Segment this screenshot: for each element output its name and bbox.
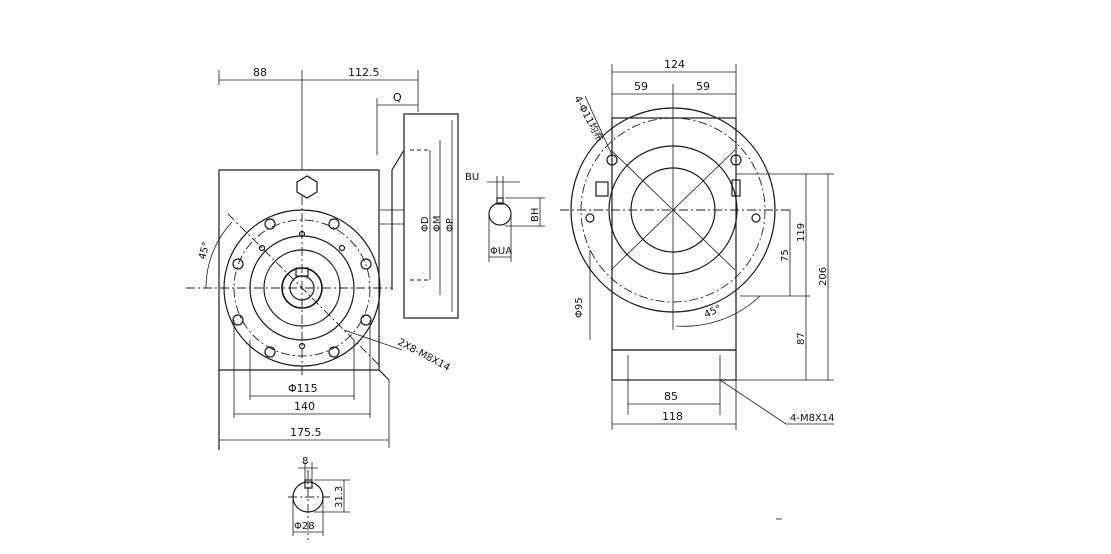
dim-59-left: 59 (634, 80, 648, 93)
small-hole (298, 342, 306, 350)
bolt-hole (232, 258, 244, 270)
fitting (595, 181, 609, 197)
dim-140: 140 (294, 400, 315, 413)
bolt-hole (264, 346, 276, 358)
base-note: 4-M8X14 (790, 413, 835, 424)
dim-124: 124 (664, 58, 685, 71)
dim-115: Φ115 (288, 382, 318, 395)
bolt-hole (328, 346, 340, 358)
dim-angle-45-side: 45° (703, 303, 724, 320)
bolt-note: 2X8-M8X14 (396, 337, 452, 374)
side-base (611, 349, 737, 381)
side-bolt-hole (606, 154, 618, 166)
holes-note: 4-Φ11均布 (571, 94, 605, 144)
shaft-key (304, 479, 313, 489)
dim-q: Q (393, 91, 402, 104)
dim-31-3: 31.3 (334, 486, 345, 508)
side-bolt-hole (730, 154, 742, 166)
dim-bh: BH (530, 208, 541, 222)
dim-206: 206 (818, 267, 829, 286)
housing-body (218, 169, 380, 371)
centerline-diagonal (227, 213, 381, 367)
dim-75: 75 (780, 249, 791, 262)
dim-112-5: 112.5 (348, 66, 380, 79)
leader-line (719, 379, 787, 425)
dim-87: 87 (796, 332, 807, 345)
keyway-circle (488, 202, 512, 226)
keyway-slot (496, 197, 504, 205)
bolt-holes (232, 218, 372, 358)
dim-ua: ΦUA (490, 246, 512, 257)
leader-line (343, 329, 403, 351)
dim-angle-45: 45° (197, 241, 212, 261)
dim-m: ΦM (432, 216, 443, 233)
housing-chamfer (378, 369, 390, 381)
front-view: 88 112.5 Q ΦD ΦM ΦP (186, 66, 459, 450)
bolt-hole (360, 314, 372, 326)
side-outer-circle (570, 107, 776, 313)
small-hole (258, 244, 266, 252)
diagonal-line (610, 149, 736, 271)
dim-119: 119 (796, 223, 807, 242)
dim-85: 85 (664, 390, 678, 403)
small-hole (338, 244, 346, 252)
dim-8: 8 (302, 456, 308, 467)
small-hole (298, 230, 306, 238)
angle-arc (675, 295, 761, 327)
fitting (731, 179, 741, 197)
side-view: 124 59 59 4-Φ11均布 45° Φ95 (560, 58, 835, 430)
dim-95: Φ95 (574, 297, 585, 318)
dim-28: Φ28 (294, 521, 315, 532)
dim-bu: BU (465, 172, 479, 183)
dim-175-5: 175.5 (290, 426, 322, 439)
dim-p: ΦP (445, 218, 456, 232)
dim-d: ΦD (420, 216, 431, 232)
vent-plug (296, 175, 318, 199)
dim-88: 88 (253, 66, 267, 79)
bolt-hole (264, 218, 276, 230)
side-bolt-hole (751, 213, 761, 223)
bolt-hole (232, 314, 244, 326)
keyway-detail: BU BH ΦUA (465, 172, 545, 262)
side-bolt-hole (585, 213, 595, 223)
dim-59-right: 59 (696, 80, 710, 93)
dim-118: 118 (662, 410, 683, 423)
shaft-detail: 8 31.3 Φ28 (288, 456, 350, 540)
bolt-hole (360, 258, 372, 270)
flange-plate (403, 113, 459, 319)
bolt-hole (328, 218, 340, 230)
flange-neck (391, 149, 405, 171)
angle-arc (205, 221, 233, 289)
